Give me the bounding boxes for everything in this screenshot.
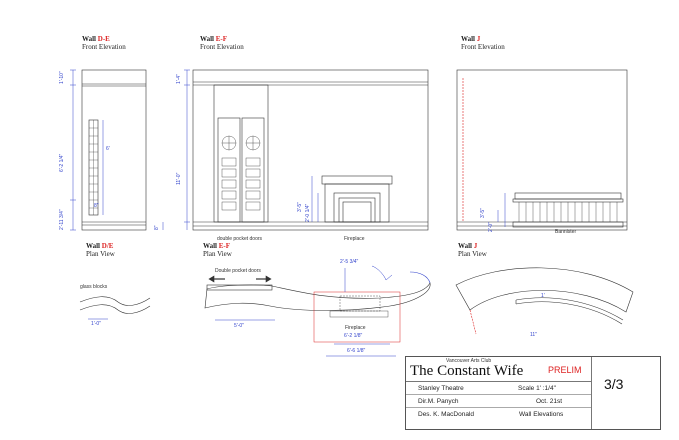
title-block: Vancouver Arts Club The Constant Wife PR… — [405, 356, 661, 430]
note-bannister: Bannister — [555, 229, 577, 235]
title-block-drawing: Wall Elevations — [519, 411, 564, 418]
title-block-designer: Des. K. MacDonald — [418, 411, 474, 418]
dim-plan-de: 1'-0" — [91, 321, 101, 327]
dim-de-mid: 6'-2 1/4" — [59, 153, 65, 172]
dim-de-blocks: 6' — [106, 146, 110, 152]
dim-de-bot: 2'-11 3/4" — [59, 209, 65, 230]
divider — [591, 357, 592, 429]
title-block-scale: Scale 1' :1/4" — [518, 385, 556, 392]
dim-plan-fp-top: 2'-5 3/4" — [340, 259, 359, 265]
dim-j-a: 3'-5" — [480, 208, 486, 218]
title-block-club: Vancouver Arts Club — [446, 358, 492, 364]
dim-de-top: 1'-10" — [59, 71, 65, 84]
dim-ef-mid: 11'-0" — [176, 172, 182, 185]
title-block-theatre: Stanley Theatre — [418, 385, 464, 392]
dim-j-b: 2'-0" — [488, 222, 494, 232]
wall-de-plan — [79, 296, 151, 314]
dim-plan-fp-width: 6'-2 1/8" — [344, 333, 363, 339]
dim-plan-j-2: 11" — [530, 332, 537, 338]
wall-de-elevation — [81, 69, 147, 231]
divider — [406, 407, 591, 408]
title-block-title: The Constant Wife — [410, 363, 524, 379]
dim-plan-j-1: 1' — [541, 293, 545, 299]
wall-ef-elevation — [192, 69, 429, 231]
wall-j-plan — [455, 267, 634, 335]
note-glass-blocks: glass blocks — [80, 284, 108, 290]
title-block-director: Dir.M. Panych — [418, 398, 459, 405]
dim-plan-fp-width-2: 6'-6 1/8" — [347, 348, 366, 354]
wall-j-elevation — [456, 69, 628, 231]
note-fireplace: Fireplace — [344, 236, 365, 242]
dim-ef-fireplace-2: 2'-0 1/4" — [305, 203, 311, 222]
dim-plan-ef: 5'-0" — [234, 323, 244, 329]
note-double-pocket-doors: double pocket doors — [217, 236, 263, 242]
dim-de-small: 8" — [94, 203, 99, 209]
dim-ef-fireplace-1: 3'-5" — [297, 202, 303, 212]
title-block-prelim: PRELIM — [548, 365, 582, 375]
title-block-date: Oct. 21st — [536, 398, 563, 405]
dim-ef-base: 8" — [154, 225, 160, 230]
dim-ef-top: 1'-4" — [176, 74, 182, 84]
note-double-pocket-doors-plan: Double pocket doors — [215, 268, 261, 274]
note-fireplace-plan: Fireplace — [345, 325, 366, 331]
divider — [406, 394, 591, 395]
divider — [406, 381, 591, 382]
wall-ef-plan — [204, 265, 431, 343]
title-block-sheet-number: 3/3 — [604, 376, 624, 392]
